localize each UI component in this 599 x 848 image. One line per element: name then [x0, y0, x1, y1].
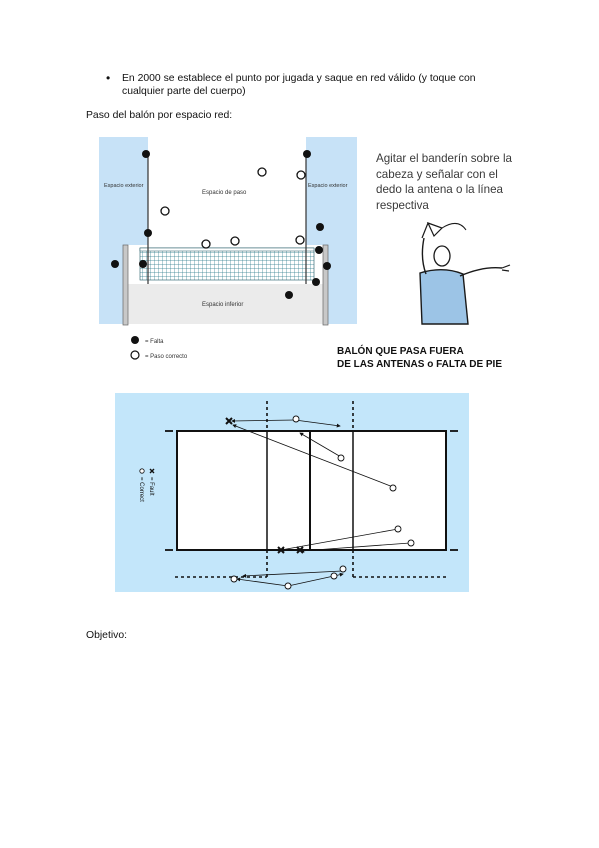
correct-ball	[160, 206, 170, 216]
trajectory	[294, 419, 341, 428]
fault-ball	[139, 260, 147, 268]
court-outline	[176, 430, 447, 551]
fault-ball	[144, 229, 152, 237]
net-top-band	[139, 247, 315, 252]
net-mesh	[139, 247, 315, 281]
correct-ball	[296, 170, 306, 180]
trajectory	[231, 418, 296, 423]
correct-ball	[295, 235, 305, 245]
legend-fault-label: = Fault	[148, 477, 154, 496]
post-right	[322, 244, 329, 326]
fault-ball	[312, 278, 320, 286]
post-left	[122, 244, 129, 326]
fault-ball	[285, 291, 293, 299]
fault-ball	[323, 262, 331, 270]
trajectory	[299, 432, 342, 458]
net-space-diagram: Espacio exterior Espacio exterior Espaci…	[99, 137, 357, 360]
court-correct-balls	[230, 415, 415, 590]
correct-ball	[284, 582, 292, 590]
referee-instruction: Agitar el banderín sobre la cabeza y señ…	[376, 152, 512, 212]
fault-ball	[303, 150, 311, 158]
legend-correct-label: = Paso correcto	[145, 354, 188, 360]
trajectory	[232, 424, 394, 488]
fault-ball	[315, 246, 323, 254]
fault-mark	[225, 417, 233, 425]
referee-arm-raised	[421, 237, 427, 275]
lower-space-area	[128, 284, 324, 324]
pointing-hand	[501, 264, 511, 272]
court-faults	[225, 417, 304, 554]
fault-mark	[277, 546, 285, 554]
passing-space-area	[148, 137, 306, 252]
correct-ball	[339, 565, 347, 573]
label-lower-space: Espacio inferior	[202, 302, 243, 308]
correct-ball	[394, 525, 402, 533]
legend-correct-icon	[139, 468, 145, 474]
figure-caption: BALÓN QUE PASA FUERA DE LAS ANTENAS o FA…	[337, 346, 503, 370]
fault-ball	[111, 260, 119, 268]
correct-ball	[201, 239, 211, 249]
trajectory	[300, 542, 411, 553]
fault-balls	[111, 150, 331, 299]
bullet-icon: •	[106, 71, 111, 85]
label-exterior-left: Espacio exterior	[104, 183, 144, 189]
ball-trajectories	[231, 418, 411, 587]
legend-fault-icon	[131, 336, 139, 344]
fault-mark	[296, 546, 304, 554]
referee-head	[433, 245, 451, 267]
legend-fault-icon	[149, 468, 155, 474]
correct-ball	[230, 575, 238, 583]
trajectory	[236, 577, 289, 587]
legend-fault-label: = Falta	[145, 339, 164, 345]
correct-balls	[160, 167, 306, 249]
court-diagram: = Fault = Correct	[115, 393, 469, 592]
fault-ball	[142, 150, 150, 158]
correct-ball	[257, 167, 267, 177]
correct-ball	[292, 415, 300, 423]
label-passing-space: Espacio de paso	[202, 190, 247, 196]
correct-ball	[407, 539, 415, 547]
referee-arm-pointing	[459, 266, 503, 277]
correct-ball	[389, 484, 397, 492]
correct-ball	[230, 236, 240, 246]
section-heading: Paso del balón por espacio red:	[86, 110, 233, 121]
correct-ball	[330, 572, 338, 580]
referee-body	[419, 269, 469, 325]
fault-ball	[316, 223, 324, 231]
correct-ball	[337, 454, 345, 462]
trajectory	[242, 570, 343, 578]
bullet-text: En 2000 se establece el punto por jugada…	[122, 73, 476, 97]
court-legend: = Fault = Correct	[138, 468, 155, 502]
flag-motion-line	[441, 223, 467, 231]
flag-icon	[421, 221, 444, 239]
trajectory	[280, 528, 399, 552]
legend-correct-icon	[130, 350, 140, 360]
referee-illustration	[419, 221, 511, 325]
label-exterior-right: Espacio exterior	[308, 183, 348, 189]
legend-correct-label: = Correct	[138, 477, 144, 502]
objective-label: Objetivo:	[86, 630, 128, 641]
